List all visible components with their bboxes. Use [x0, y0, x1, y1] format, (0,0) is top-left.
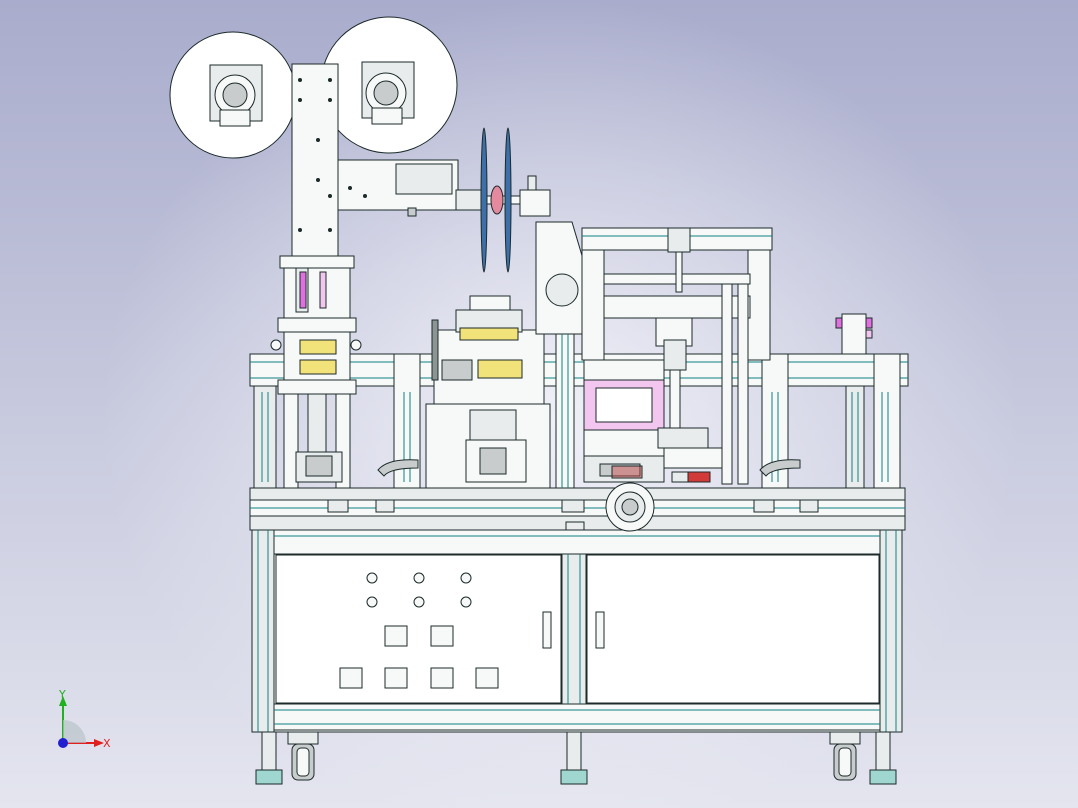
panel-button[interactable]	[475, 667, 499, 689]
unwind-reel-left[interactable]	[169, 31, 297, 159]
blade-disc	[504, 127, 512, 273]
axis-y-label: Y	[58, 688, 66, 701]
caster-wheels	[255, 731, 897, 785]
indicator-lights	[366, 572, 472, 608]
cutter-bracket	[535, 221, 595, 489]
panel-button[interactable]	[384, 625, 408, 647]
axis-triad: Y X	[58, 688, 111, 750]
left-lift-column	[270, 255, 362, 489]
panel-button[interactable]	[430, 667, 454, 689]
right-sensor-post	[835, 313, 873, 355]
indicator-light	[460, 572, 472, 584]
rail-clamps	[327, 499, 819, 531]
axis-x-label: X	[103, 737, 111, 750]
vertical-mounting-plate	[291, 63, 459, 257]
unwind-reel-right[interactable]	[320, 16, 458, 154]
vertical-slider	[611, 317, 725, 483]
indicator-light	[460, 596, 472, 608]
guide-rods	[721, 283, 749, 485]
indicator-light	[413, 596, 425, 608]
rail-pulley	[605, 482, 655, 532]
indicator-light	[413, 572, 425, 584]
table-frame	[249, 353, 909, 489]
control-panel	[339, 572, 499, 689]
panel-button[interactable]	[430, 625, 454, 647]
indicator-light	[366, 572, 378, 584]
blade-disc	[480, 127, 488, 273]
panel-button[interactable]	[339, 667, 363, 689]
gantry-frame	[581, 227, 773, 361]
indicator-light	[366, 596, 378, 608]
panel-button[interactable]	[384, 667, 408, 689]
shaft-assembly	[455, 127, 551, 273]
center-feed-station	[425, 295, 551, 489]
cabinet-door-right[interactable]	[586, 554, 880, 704]
label-applicator	[583, 359, 665, 483]
